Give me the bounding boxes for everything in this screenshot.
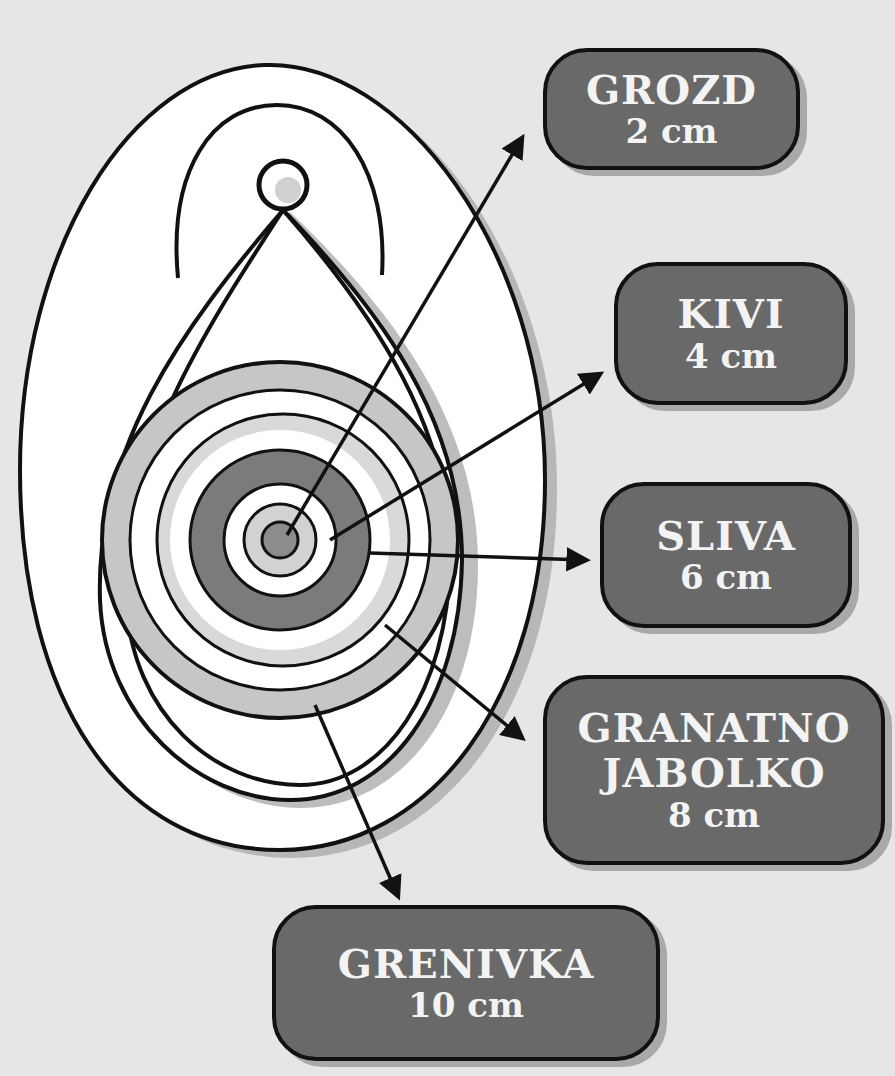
fruit-name: GROZD (586, 68, 757, 113)
circle-ring (157, 414, 409, 666)
circle-grenivka (102, 362, 458, 718)
leader-arrow (385, 625, 522, 738)
top-dot-shade (275, 177, 301, 203)
uterus-outline (100, 210, 462, 800)
circle-ring-inner (170, 430, 390, 650)
fruit-box: KIVI4 cm (614, 262, 848, 405)
circle-sliva (190, 450, 370, 630)
leader-arrow (370, 553, 586, 560)
fruit-box: GRANATNO JABOLKO8 cm (543, 675, 885, 865)
dilation-size: 4 cm (685, 337, 777, 375)
fruit-name: GRENIVKA (338, 942, 594, 987)
fruit-box: GROZD2 cm (543, 48, 800, 170)
fruit-name: KIVI (677, 292, 784, 337)
fruit-box: SLIVA6 cm (600, 482, 852, 628)
circle-granatno (130, 390, 430, 690)
dilation-size: 2 cm (625, 112, 717, 150)
leader-arrow (330, 374, 600, 540)
leader-arrow (287, 138, 522, 535)
fruit-name: SLIVA (656, 514, 796, 559)
dilation-size: 6 cm (680, 558, 772, 596)
circle-kivi (224, 484, 336, 596)
circle-kivi-inner (244, 504, 316, 576)
fruit-name: GRANATNO JABOLKO (567, 706, 861, 796)
dilation-size: 8 cm (668, 796, 760, 834)
fruit-box: GRENIVKA10 cm (272, 905, 660, 1061)
dilation-size: 10 cm (408, 986, 524, 1024)
top-dot (259, 161, 307, 209)
leader-arrow (315, 705, 398, 896)
